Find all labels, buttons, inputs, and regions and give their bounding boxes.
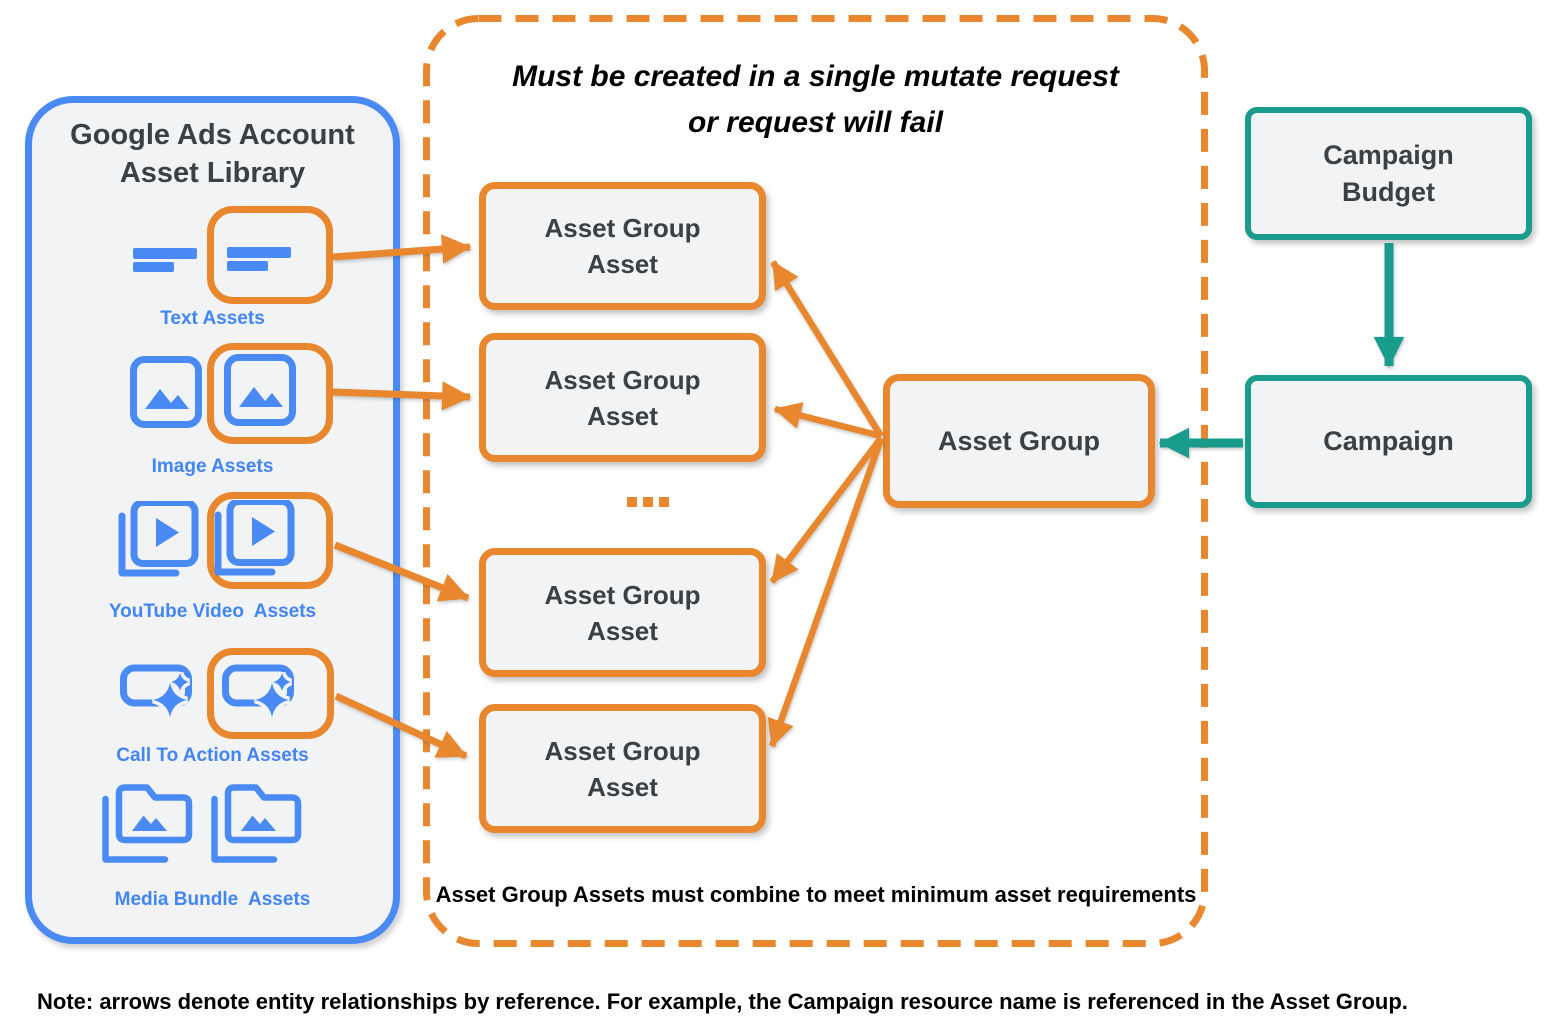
ellipsis-dot: [659, 497, 669, 507]
video-asset-highlight-frame: [207, 492, 333, 589]
campaign-budget-label: Campaign Budget: [1323, 139, 1454, 207]
asset-group-asset-label: Asset Group Asset: [544, 213, 701, 279]
asset-group-asset-box-4: Asset Group Asset: [479, 704, 766, 833]
text-asset-highlight-frame: [207, 206, 333, 304]
call-to-action-assets-label: Call To Action Assets: [116, 745, 309, 766]
minimum-requirements-footnote: Asset Group Assets must combine to meet …: [435, 882, 1197, 907]
video-library-icon: [214, 500, 296, 580]
ellipsis-more-assets: [627, 497, 669, 507]
asset-group-box: Asset Group: [883, 374, 1155, 508]
asset-group-label: Asset Group: [937, 425, 1101, 456]
youtube-video-assets-label: YouTube Video Assets: [108, 601, 317, 622]
cta-asset-highlight-frame: [207, 648, 334, 739]
image-asset-highlight-frame: [207, 343, 333, 444]
campaign-label: Campaign: [1323, 426, 1454, 456]
campaign-budget-box: Campaign Budget: [1245, 107, 1532, 240]
asset-group-asset-label: Asset Group Asset: [544, 364, 701, 431]
mutate-request-title-line2: or request will fail: [687, 106, 944, 139]
image-assets-label: Image Assets: [151, 456, 274, 477]
text-assets-label: Text Assets: [160, 308, 265, 329]
asset-group-asset-label: Asset Group Asset: [544, 735, 701, 802]
mutate-request-title-line1: Must be created in a single mutate reque…: [512, 60, 1119, 93]
asset-group-asset-box-1: Asset Group Asset: [479, 182, 766, 310]
campaign-box: Campaign: [1245, 375, 1532, 508]
text-lines-icon: [227, 247, 291, 271]
folder-media-stack-icon: [101, 782, 195, 866]
asset-group-asset-box-3: Asset Group Asset: [479, 548, 766, 677]
folder-media-stack-icon: [210, 782, 304, 866]
image-icon: [224, 354, 296, 426]
media-bundle-assets-label: Media Bundle Assets: [114, 889, 311, 910]
video-library-icon: [118, 501, 200, 581]
ellipsis-dot: [627, 497, 637, 507]
mutate-request-title: Must be created in a single mutate reque…: [423, 54, 1208, 146]
cta-button-sparkle-icon: [120, 658, 200, 724]
ellipsis-dot: [643, 497, 653, 507]
asset-group-asset-label: Asset Group Asset: [544, 579, 701, 646]
asset-group-asset-box-2: Asset Group Asset: [479, 333, 766, 462]
image-icon: [130, 356, 202, 428]
library-title: Google Ads Account Asset Library: [70, 119, 355, 189]
text-lines-icon: [133, 248, 197, 272]
reference-note: Note: arrows denote entity relationships…: [37, 989, 1408, 1014]
cta-button-sparkle-icon: [222, 658, 302, 724]
